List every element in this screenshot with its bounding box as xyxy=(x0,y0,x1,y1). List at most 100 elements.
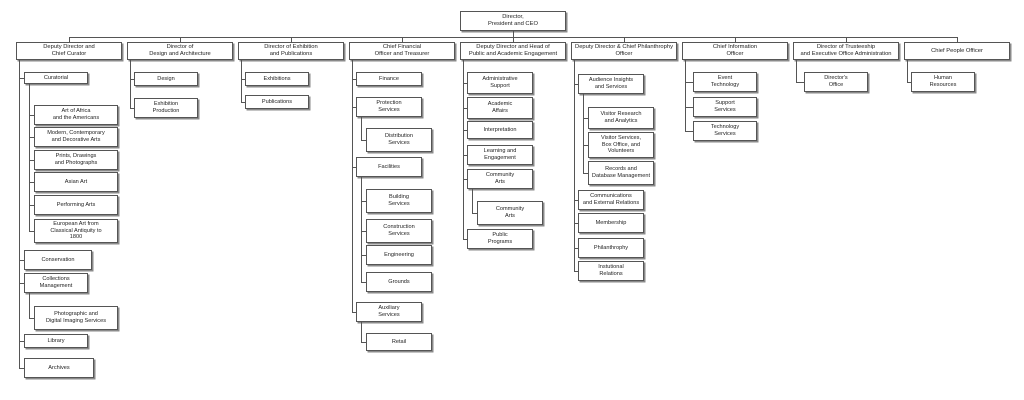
connector-line xyxy=(29,84,30,232)
connector-line xyxy=(19,283,24,284)
department-head: Chief Financial Officer and Treasurer xyxy=(349,42,455,60)
connector-line xyxy=(463,60,464,240)
connector-line xyxy=(846,37,847,42)
unit-box: Protection Services xyxy=(356,97,422,117)
connector-line xyxy=(130,60,131,109)
connector-line xyxy=(29,205,34,206)
unit-box: Support Services xyxy=(693,97,757,117)
connector-line xyxy=(463,130,467,131)
connector-line xyxy=(685,107,693,108)
unit-box: Technology Services xyxy=(693,121,757,141)
connector-line xyxy=(402,37,403,42)
connector-line xyxy=(29,160,34,161)
unit-box: Auxiliary Services xyxy=(356,302,422,322)
unit-box: Interpretation xyxy=(467,121,533,139)
connector-line xyxy=(735,37,736,42)
connector-line xyxy=(796,60,797,83)
connector-line xyxy=(957,37,958,42)
connector-line xyxy=(463,108,467,109)
department-head: Deputy Director and Head of Public and A… xyxy=(460,42,566,60)
connector-line xyxy=(29,293,30,319)
unit-box: Facilities xyxy=(356,157,422,177)
connector-line xyxy=(241,102,245,103)
unit-box: Curatorial xyxy=(24,72,88,84)
unit-box: Learning and Engagement xyxy=(467,145,533,165)
connector-line xyxy=(361,282,366,283)
sub-unit-box: Visitor Services, Box Office, and Volunt… xyxy=(588,132,654,158)
department-head: Director of Design and Architecture xyxy=(127,42,233,60)
connector-line xyxy=(352,79,356,80)
connector-line xyxy=(907,82,911,83)
sub-unit-box: Modern, Contemporary and Decorative Arts xyxy=(34,127,118,147)
unit-box: Design xyxy=(134,72,198,86)
department-head: Director of Exhibition and Publications xyxy=(238,42,344,60)
connector-line xyxy=(574,84,578,85)
connector-line xyxy=(361,140,366,141)
unit-box: Exhibitions xyxy=(245,72,309,86)
connector-line xyxy=(19,368,24,369)
connector-line xyxy=(352,167,356,168)
connector-line xyxy=(574,200,578,201)
department-head: Director of Trusteeship and Executive Of… xyxy=(793,42,899,60)
unit-box: Audience Insights and Services xyxy=(578,74,644,94)
sub-unit-box: Construction Services xyxy=(366,219,432,243)
connector-line xyxy=(685,131,693,132)
connector-line xyxy=(463,179,467,180)
connector-line xyxy=(513,37,514,42)
sub-unit-box: Distribution Services xyxy=(366,128,432,152)
connector-line xyxy=(19,60,20,369)
connector-line xyxy=(583,118,588,119)
sub-unit-box: Records and Database Management xyxy=(588,161,654,185)
sub-unit-box: Performing Arts xyxy=(34,195,118,215)
unit-box: Membership xyxy=(578,213,644,233)
unit-box: Exhibition Production xyxy=(134,98,198,118)
department-head: Chief Information Officer xyxy=(682,42,788,60)
unit-box: Conservation xyxy=(24,250,92,270)
sub-unit-box: Asian Art xyxy=(34,172,118,192)
connector-line xyxy=(472,213,477,214)
sub-unit-box: Community Arts xyxy=(477,201,543,225)
connector-line xyxy=(291,37,292,42)
connector-line xyxy=(583,94,584,174)
sub-unit-box: Art of Africa and the Americans xyxy=(34,105,118,125)
unit-box: Administrative Support xyxy=(467,72,533,94)
connector-line xyxy=(19,341,24,342)
sub-unit-box: Building Services xyxy=(366,189,432,213)
connector-line xyxy=(624,37,625,42)
connector-line xyxy=(472,189,473,214)
connector-line xyxy=(361,231,366,232)
sub-unit-box: Prints, Drawings and Photographs xyxy=(34,150,118,170)
unit-box: Event Technology xyxy=(693,72,757,92)
connector-line xyxy=(29,318,34,319)
connector-line xyxy=(583,145,588,146)
connector-line xyxy=(907,60,908,83)
sub-unit-box: Visitor Research and Analytics xyxy=(588,107,654,129)
connector-line xyxy=(463,155,467,156)
connector-line xyxy=(130,108,134,109)
unit-box: Academic Affairs xyxy=(467,97,533,119)
connector-line xyxy=(574,248,578,249)
connector-line xyxy=(29,231,34,232)
connector-line xyxy=(583,173,588,174)
connector-line xyxy=(352,60,353,313)
connector-line xyxy=(29,115,34,116)
connector-line xyxy=(29,137,34,138)
unit-box: Publications xyxy=(245,95,309,109)
connector-line xyxy=(361,177,362,283)
unit-box: Collections Management xyxy=(24,273,88,293)
root-node-ceo: Director, President and CEO xyxy=(460,11,566,31)
connector-line xyxy=(241,79,245,80)
unit-box: Community Arts xyxy=(467,169,533,189)
connector-line xyxy=(352,107,356,108)
connector-line xyxy=(574,223,578,224)
connector-line xyxy=(574,271,578,272)
unit-box: Finance xyxy=(356,72,422,86)
sub-unit-box: Engineering xyxy=(366,245,432,265)
connector-line xyxy=(685,60,686,132)
unit-box: Director's Office xyxy=(804,72,868,92)
connector-line xyxy=(685,82,693,83)
connector-line xyxy=(69,37,70,42)
unit-box: Archives xyxy=(24,358,94,378)
connector-line xyxy=(19,78,24,79)
